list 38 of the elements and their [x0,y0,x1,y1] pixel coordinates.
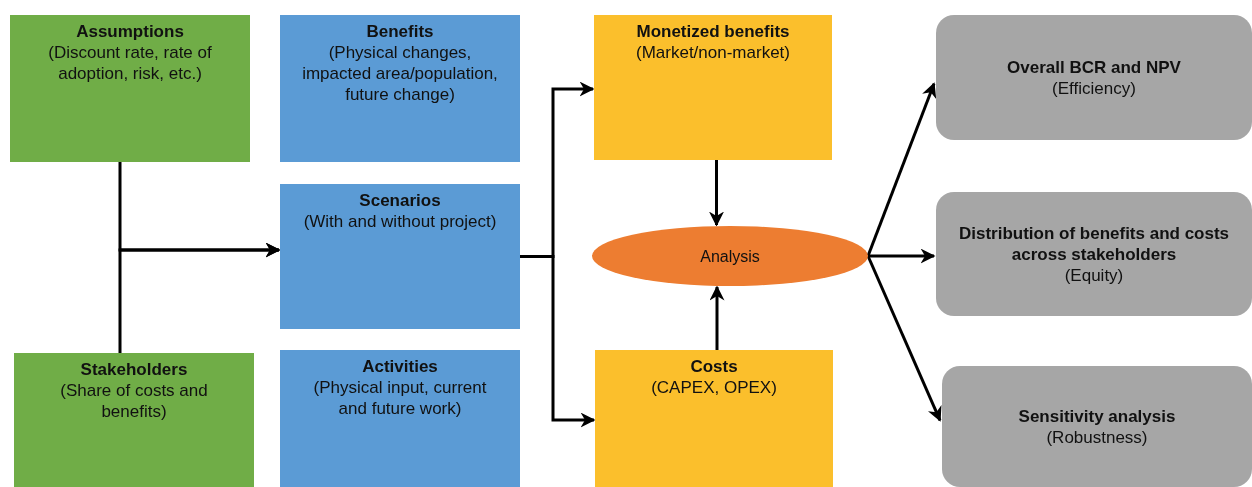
box-text: (CAPEX, OPEX) [651,377,777,398]
arrow [520,255,596,428]
box-text: (Efficiency) [1052,77,1136,99]
box-heading: Monetized benefits [636,21,790,42]
box-text: Analysis [700,246,760,267]
value-box [594,15,832,160]
arrow [709,285,725,350]
box-text: (Robustness) [1046,426,1148,448]
box-heading: Benefits [366,21,434,42]
box-text: (With and without project) [303,211,497,232]
data-box [280,15,520,162]
box-heading: Overall BCR and NPV [1007,56,1181,78]
input-box [14,353,254,487]
box-text: (Market/non-market) [636,42,790,63]
box-text: (Physical input, current and future work) [312,377,488,419]
box-heading: Distribution of benefits and costs across stakeholders [958,222,1230,265]
box-text: (Discount rate, rate of adoption, risk, etc.) [47,42,213,84]
box-text: (Equity) [1064,264,1124,286]
box-heading: Sensitivity analysis [1018,405,1176,427]
data-box [280,184,520,329]
arrow [709,160,724,227]
result-box [936,15,1252,140]
box-heading: Activities [362,356,438,377]
box-heading: Scenarios [359,190,441,211]
box-heading: Stakeholders [80,359,188,380]
box-heading: Costs [690,356,738,377]
arrow [118,242,281,353]
box-text: (Share of costs and benefits) [59,380,209,422]
arrow [866,255,942,422]
value-box [595,350,833,487]
data-box [280,350,520,487]
arrow [868,248,936,264]
arrow [866,82,937,257]
box-text: (Physical changes, impacted area/population, future change) [302,42,498,105]
input-box [10,15,250,162]
result-box [942,366,1252,487]
result-box [936,192,1252,316]
box-heading: Assumptions [76,21,184,42]
